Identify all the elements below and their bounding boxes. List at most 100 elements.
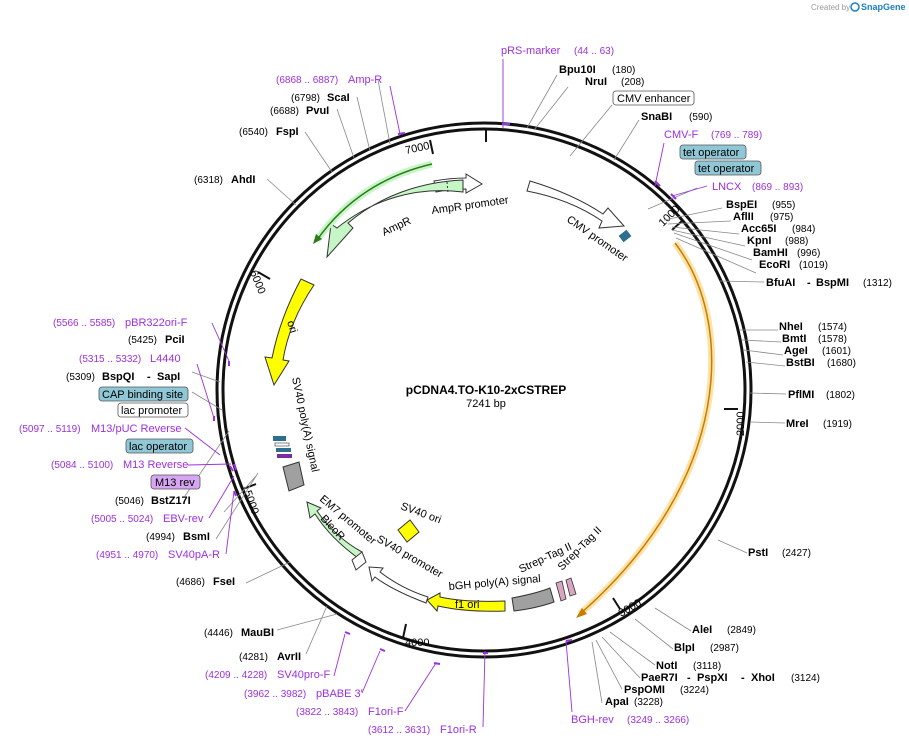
lac-operator-mark[interactable]: [276, 448, 291, 452]
enzyme-name[interactable]: PaeR7I: [641, 672, 678, 684]
enzyme-name[interactable]: AleI: [692, 624, 712, 636]
enzyme-pos: (1574): [818, 322, 847, 333]
enzyme-name[interactable]: NheI: [779, 321, 803, 333]
primer-name[interactable]: L4440: [150, 353, 181, 365]
enzyme-pos: (4446): [204, 628, 233, 639]
primer-name[interactable]: SV40pro-F: [277, 669, 330, 681]
boxed-label: lac operator: [129, 441, 187, 453]
enzyme-name[interactable]: BamHI: [753, 247, 788, 259]
primer-name[interactable]: pRS-marker: [501, 45, 561, 57]
ori-label: ori: [284, 319, 299, 334]
primer-name[interactable]: EBV-rev: [163, 513, 204, 525]
plasmid-length: 7241 bp: [466, 398, 506, 410]
primer-name[interactable]: pBR322ori-F: [125, 317, 188, 329]
sv40-promoter-arrow[interactable]: [368, 566, 429, 604]
enzyme-name[interactable]: PspOMI: [624, 684, 665, 696]
primer-pos: (6868 .. 6887): [276, 75, 338, 86]
enzyme-name[interactable]: AvrII: [277, 651, 301, 663]
primer-name[interactable]: M13 Reverse: [123, 459, 188, 471]
tet-operator-mark[interactable]: [618, 229, 632, 243]
enzyme-name[interactable]: PciI: [165, 334, 185, 346]
enzyme-name[interactable]: PflMI: [788, 389, 814, 401]
f1-ori-label: f1 ori: [455, 599, 479, 611]
enzyme-pos: (984): [792, 224, 815, 235]
enzyme-name[interactable]: FseI: [213, 576, 235, 588]
snapgene-logo-icon: [850, 2, 860, 12]
enzyme-name[interactable]: Acc65I: [741, 223, 776, 235]
enzyme-name[interactable]: Bpu10I: [559, 64, 596, 76]
enzyme-name[interactable]: AhdI: [231, 174, 255, 186]
m13-rev-box[interactable]: [150, 474, 201, 490]
strep-tag-2-block[interactable]: [565, 577, 577, 597]
cap-binding-box[interactable]: [98, 386, 189, 402]
boxed-label: tet operator: [683, 147, 740, 159]
enzyme-name[interactable]: BstZ17I: [151, 495, 191, 507]
primer-name[interactable]: pBABE 3': [316, 688, 363, 700]
lac-operator-box[interactable]: [125, 438, 194, 454]
ori-arrow[interactable]: [264, 278, 315, 387]
sv40-ori-block[interactable]: [397, 519, 420, 543]
enzyme-pos: (1312): [863, 278, 892, 289]
primer-name[interactable]: BGH-rev: [571, 714, 614, 726]
cmv-promoter-arrow[interactable]: [526, 180, 626, 229]
backbone: [215, 121, 753, 659]
enzyme-name[interactable]: MreI: [786, 418, 809, 430]
primer-name[interactable]: F1ori-F: [368, 706, 404, 718]
primer-name[interactable]: F1ori-R: [440, 724, 477, 736]
f1-ori-arrow[interactable]: [426, 592, 506, 613]
enzyme-name[interactable]: NotI: [656, 660, 677, 672]
enzyme-name[interactable]: SapI: [157, 371, 180, 383]
tet-operator-box[interactable]: [679, 144, 747, 160]
primer-name[interactable]: CMV-F: [664, 129, 699, 141]
enzyme-pos: (955): [772, 200, 795, 211]
enzyme-name[interactable]: FspI: [276, 126, 299, 138]
primer-pos: (5005 .. 5024): [91, 514, 153, 525]
primer-name[interactable]: M13/pUC Reverse: [91, 423, 181, 435]
sv40-polya-block[interactable]: [282, 461, 305, 492]
enzyme-name[interactable]: MauBI: [241, 627, 274, 639]
enzyme-name[interactable]: BmtI: [782, 333, 806, 345]
primer-name[interactable]: LNCX: [712, 181, 742, 193]
bgh-polya-block[interactable]: [511, 587, 555, 612]
m13-rev-mark[interactable]: [277, 454, 292, 458]
enzyme-name[interactable]: ScaI: [327, 92, 350, 104]
primer-pos: (3249 .. 3266): [627, 715, 689, 726]
lac-promoter-box[interactable]: [117, 402, 189, 418]
enzyme-name[interactable]: BsmI: [183, 531, 210, 543]
em7-promoter-block[interactable]: [351, 551, 367, 571]
primer-name[interactable]: Amp-R: [348, 74, 382, 86]
tick-marks: [242, 128, 738, 639]
enzyme-name[interactable]: BspMI: [816, 277, 849, 289]
cap-site-mark[interactable]: [273, 436, 286, 441]
enzyme-name[interactable]: KpnI: [747, 235, 771, 247]
primer-name[interactable]: SV40pA-R: [168, 549, 220, 561]
enzyme-name[interactable]: BstBI: [786, 357, 815, 369]
tet-operator-box[interactable]: [694, 160, 762, 176]
enzyme-name[interactable]: PstI: [748, 547, 768, 559]
enzyme-name[interactable]: AgeI: [784, 345, 808, 357]
enzyme-name[interactable]: BlpI: [674, 642, 695, 654]
enzyme-name[interactable]: NruI: [585, 76, 607, 88]
enzyme-name[interactable]: ApaI: [605, 696, 629, 708]
strep-tag-1-block[interactable]: [555, 580, 567, 602]
lac-promoter-mark[interactable]: [274, 442, 290, 447]
boxed-features: CMV enhancer tet operator tet operator C…: [98, 90, 762, 490]
ampr-arrow[interactable]: [326, 179, 464, 259]
enzyme-name[interactable]: PspXI: [697, 672, 728, 684]
enzyme-name[interactable]: AflII: [733, 211, 754, 223]
bleor-arrow[interactable]: [306, 501, 363, 559]
tick-label: 2000: [735, 412, 747, 436]
enzyme-pos: (1680): [827, 358, 856, 369]
enzyme-name[interactable]: BfuAI: [766, 277, 795, 289]
enzyme-name[interactable]: BspEI: [726, 199, 757, 211]
enzyme-name[interactable]: SnaBI: [641, 111, 672, 123]
primer-pos: (44 .. 63): [574, 46, 614, 57]
enzyme-name[interactable]: PvuI: [306, 105, 329, 117]
primer-pos: (4951 .. 4970): [96, 550, 158, 561]
cmv-enhancer-box[interactable]: [612, 90, 695, 106]
tick-1000: [671, 220, 683, 231]
enzyme-name[interactable]: XhoI: [751, 672, 775, 684]
enzyme-name[interactable]: BspQI: [102, 371, 134, 383]
enzyme-name[interactable]: EcoRI: [759, 259, 790, 271]
